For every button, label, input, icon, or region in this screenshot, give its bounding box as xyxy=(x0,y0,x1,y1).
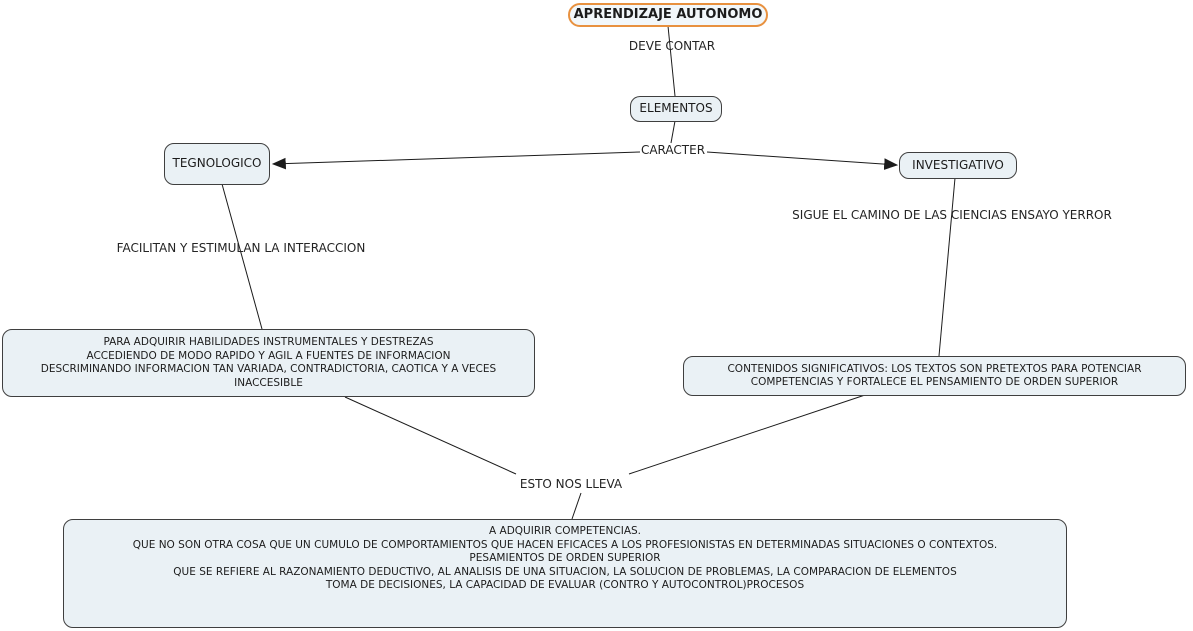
node-habilidades[interactable]: PARA ADQUIRIR HABILIDADES INSTRUMENTALES… xyxy=(2,329,535,397)
link-label-caracter[interactable]: CARACTER xyxy=(640,143,706,157)
edge-elementos-caracter xyxy=(670,120,676,144)
node-investigativo[interactable]: INVESTIGATIVO xyxy=(899,152,1017,179)
node-elementos[interactable]: ELEMENTOS xyxy=(630,96,722,122)
edge-caracter-investigativo xyxy=(706,151,899,170)
edge-contenidos-esto xyxy=(628,394,866,475)
link-label-deve-contar[interactable]: DEVE CONTAR xyxy=(628,39,716,53)
node-competencias[interactable]: A ADQUIRIR COMPETENCIAS. QUE NO SON OTRA… xyxy=(63,519,1067,628)
edge-aprendizaje-elementos xyxy=(667,25,676,97)
edge-caracter-tegnologico xyxy=(271,151,641,170)
link-label-sigue[interactable]: SIGUE EL CAMINO DE LAS CIENCIAS ENSAYO Y… xyxy=(792,208,1112,222)
edge-investigativo-contenidos xyxy=(938,177,956,357)
node-contenidos[interactable]: CONTENIDOS SIGNIFICATIVOS: LOS TEXTOS SO… xyxy=(683,356,1186,396)
node-tegnologico[interactable]: TEGNOLOGICO xyxy=(164,143,270,185)
link-label-facilitan[interactable]: FACILITAN Y ESTIMULAN LA INTERACCION xyxy=(116,241,366,255)
link-label-esto-nos-lleva[interactable]: ESTO NOS LLEVA xyxy=(519,477,623,491)
edge-habilidades-esto xyxy=(344,396,517,475)
edge-esto-competencias xyxy=(571,492,582,520)
node-aprendizaje-autonomo[interactable]: APRENDIZAJE AUTONOMO xyxy=(568,3,768,27)
edge-tegnologico-habilidades xyxy=(221,183,263,330)
